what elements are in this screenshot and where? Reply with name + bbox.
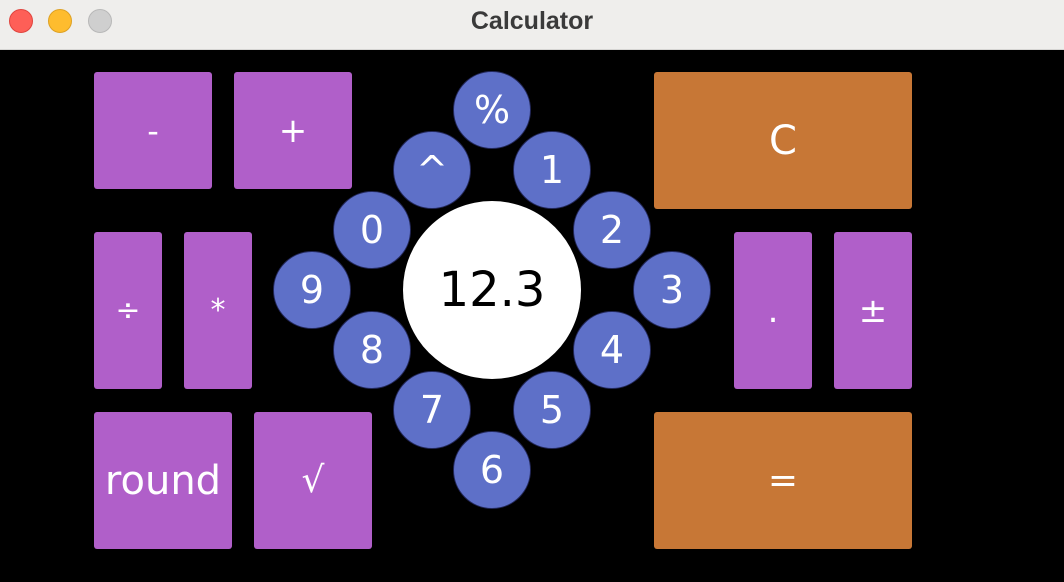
power-label: ^ (416, 148, 448, 192)
divide-button[interactable]: ÷ (94, 232, 162, 389)
window-title: Calculator (470, 7, 594, 35)
digit-9-label: 9 (299, 268, 325, 312)
close-window-button[interactable] (9, 9, 33, 33)
maximize-window-button[interactable] (88, 9, 112, 33)
plus-label: + (278, 110, 308, 151)
minimize-window-button[interactable] (48, 9, 72, 33)
digit-1-label: 1 (539, 148, 565, 192)
digit-8-label: 8 (359, 328, 385, 372)
decimal-label: . (767, 290, 779, 331)
plus-minus-label: ± (858, 290, 888, 331)
multiply-label: * (210, 293, 226, 328)
digit-5-button[interactable]: 5 (513, 371, 591, 449)
digit-2-button[interactable]: 2 (573, 191, 651, 269)
sqrt-label: √ (301, 460, 325, 501)
equals-label: = (767, 460, 799, 501)
multiply-button[interactable]: * (184, 232, 252, 389)
digit-1-button[interactable]: 1 (513, 131, 591, 209)
result-display: 12.3 (403, 201, 581, 379)
digit-5-label: 5 (539, 388, 565, 432)
digit-0-label: 0 (359, 208, 385, 252)
digit-9-button[interactable]: 9 (273, 251, 351, 329)
round-label: round (104, 457, 222, 504)
digit-3-label: 3 (659, 268, 685, 312)
digit-0-button[interactable]: 0 (333, 191, 411, 269)
digit-8-button[interactable]: 8 (333, 311, 411, 389)
clear-label: C (769, 117, 797, 164)
display-value: 12.3 (438, 262, 546, 318)
digit-3-button[interactable]: 3 (633, 251, 711, 329)
minus-label: - (147, 111, 159, 150)
round-button[interactable]: round (94, 412, 232, 549)
clear-button[interactable]: C (654, 72, 912, 209)
plus-button[interactable]: + (234, 72, 352, 189)
digit-7-button[interactable]: 7 (393, 371, 471, 449)
equals-button[interactable]: = (654, 412, 912, 549)
divide-label: ÷ (115, 293, 141, 328)
percent-button[interactable]: % (453, 71, 531, 149)
title-bar: Calculator (0, 0, 1064, 50)
plus-minus-button[interactable]: ± (834, 232, 912, 389)
power-button[interactable]: ^ (393, 131, 471, 209)
digit-6-button[interactable]: 6 (453, 431, 531, 509)
percent-label: % (473, 88, 511, 132)
minus-button[interactable]: - (94, 72, 212, 189)
digit-7-label: 7 (419, 388, 445, 432)
sqrt-button[interactable]: √ (254, 412, 372, 549)
digit-2-label: 2 (599, 208, 625, 252)
digit-4-button[interactable]: 4 (573, 311, 651, 389)
digit-4-label: 4 (599, 328, 625, 372)
digit-6-label: 6 (479, 448, 505, 492)
decimal-button[interactable]: . (734, 232, 812, 389)
